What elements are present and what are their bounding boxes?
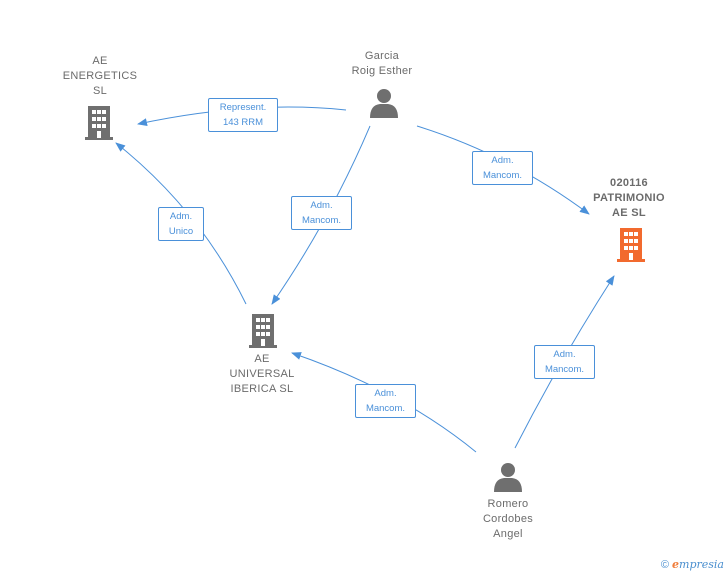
- label-line: Mancom.: [365, 403, 406, 414]
- edge-label-adm-unico[interactable]: Adm. Unico: [158, 207, 204, 241]
- label-line: Romero: [487, 498, 529, 510]
- label-line: Mancom.: [544, 364, 585, 375]
- label-line: Adm.: [374, 388, 397, 399]
- edge-label-represent[interactable]: Represent. 143 RRM: [208, 98, 278, 132]
- building-icon[interactable]: [617, 228, 645, 262]
- label-line: PATRIMONIO: [593, 192, 665, 204]
- label-line: Adm.: [169, 211, 193, 222]
- edge-label-adm-mancom[interactable]: Adm. Mancom.: [534, 345, 595, 379]
- label-line: Unico: [168, 226, 194, 237]
- label-line: ENERGETICS: [62, 70, 138, 82]
- company-label-ae-energetics[interactable]: AE ENERGETICS SL: [50, 54, 150, 99]
- label-line: Garcia: [364, 50, 400, 62]
- brand-name: mpresia: [679, 558, 724, 571]
- brand-watermark: © empresia: [661, 558, 724, 571]
- person-icon[interactable]: [370, 89, 398, 118]
- label-line: 143 RRM: [222, 117, 264, 128]
- edge-label-adm-mancom[interactable]: Adm. Mancom.: [472, 151, 533, 185]
- label-line: AE: [92, 55, 108, 67]
- label-line: SL: [92, 85, 108, 97]
- label-line: Mancom.: [301, 215, 342, 226]
- brand-initial: e: [672, 558, 680, 571]
- label-line: Adm.: [491, 155, 514, 166]
- edge-label-adm-mancom[interactable]: Adm. Mancom.: [355, 384, 416, 418]
- label-line: Roig Esther: [351, 65, 413, 77]
- company-label-patrimonio[interactable]: 020116 PATRIMONIO AE SL: [579, 176, 679, 221]
- building-icon[interactable]: [249, 314, 277, 348]
- label-line: 020116: [610, 177, 648, 189]
- label-line: UNIVERSAL: [229, 368, 295, 380]
- label-line: Adm.: [310, 200, 333, 211]
- label-line: AE SL: [612, 207, 646, 219]
- person-label-romero[interactable]: Romero Cordobes Angel: [458, 497, 558, 542]
- label-line: Angel: [493, 528, 523, 540]
- building-icon[interactable]: [85, 106, 113, 140]
- label-line: Mancom.: [482, 170, 523, 181]
- edge-label-adm-mancom[interactable]: Adm. Mancom.: [291, 196, 352, 230]
- company-label-ae-universal[interactable]: AE UNIVERSAL IBERICA SL: [212, 352, 312, 397]
- person-label-garcia[interactable]: Garcia Roig Esther: [332, 49, 432, 79]
- label-line: AE: [254, 353, 270, 365]
- person-icon[interactable]: [494, 463, 522, 492]
- label-line: Cordobes: [482, 513, 534, 525]
- label-line: Adm.: [553, 349, 576, 360]
- label-line: Represent.: [219, 102, 267, 113]
- copyright-symbol: ©: [660, 559, 669, 571]
- label-line: IBERICA SL: [230, 383, 294, 395]
